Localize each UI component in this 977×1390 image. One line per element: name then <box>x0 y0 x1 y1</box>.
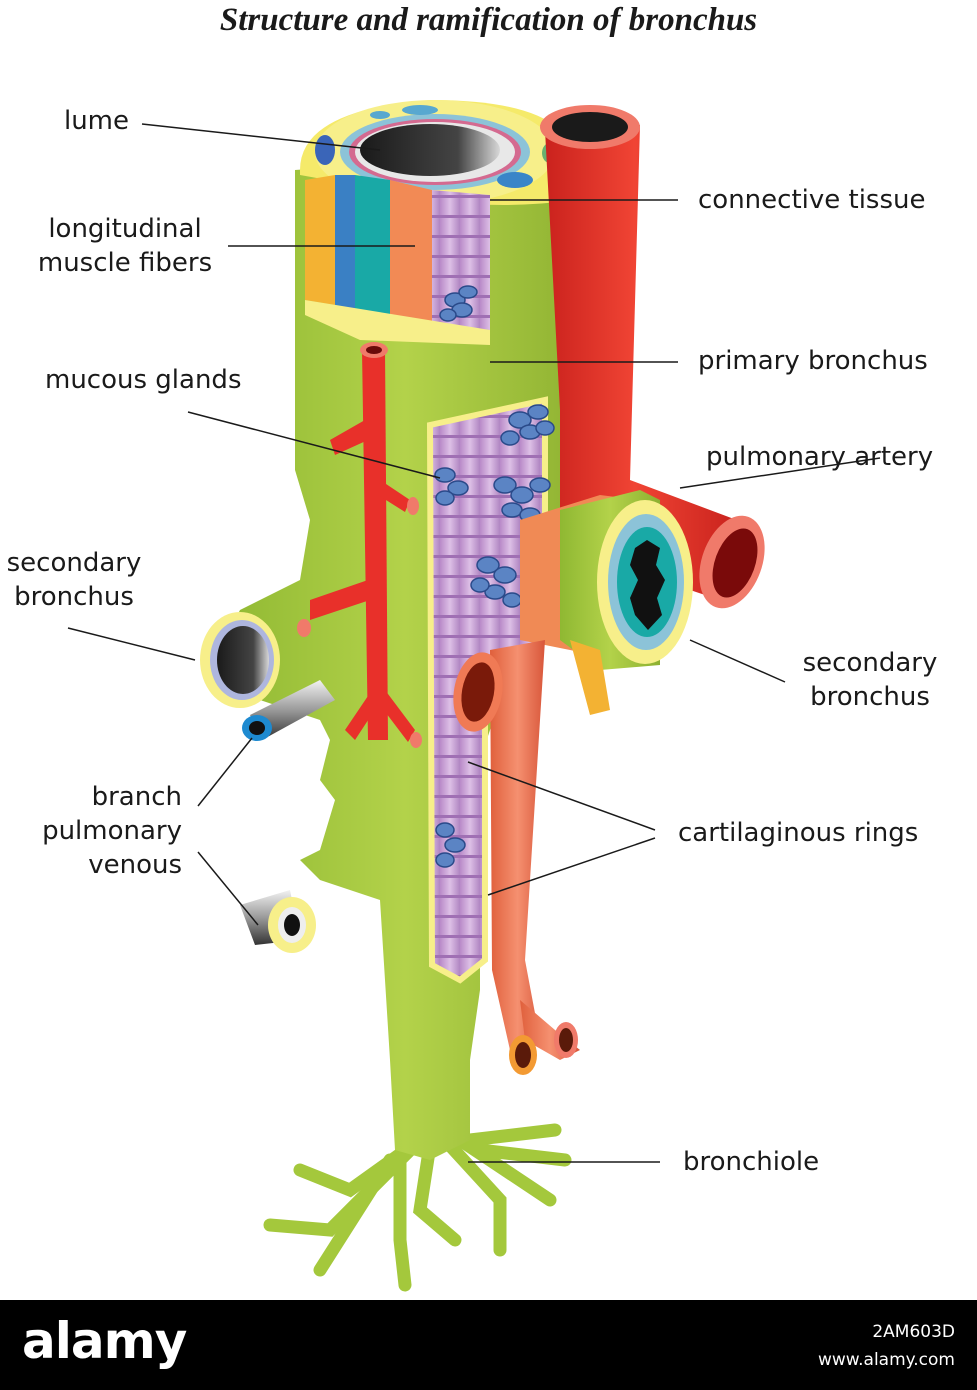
secondary-bronchus-right <box>520 490 693 715</box>
longitudinal-muscle-layers <box>305 175 490 345</box>
secondary-bronchus-left <box>200 612 280 708</box>
label-lume: lume <box>63 106 129 136</box>
watermark-bar: alamy 2AM603D www.alamy.com <box>0 1300 977 1390</box>
pulmonary-vein-central <box>453 640 580 1075</box>
leader-lines <box>67 123 881 1163</box>
bronchiole-branches <box>263 1123 572 1292</box>
label-longitudinal-muscle-fibers: longitudinal muscle fibers <box>37 214 213 278</box>
pulmonary-artery <box>540 105 765 609</box>
label-primary-bronchus: primary bronchus <box>698 346 928 376</box>
label-branch-pulmonary-venous: branch pulmonary venous <box>42 782 182 880</box>
label-cartilaginous-rings: cartilaginous rings <box>678 818 919 848</box>
diagram-title: Structure and ramification of bronchus <box>219 2 758 38</box>
bronchus-diagram: Structure and ramification of bronchus l… <box>6 2 938 1292</box>
mucous-gland-clusters <box>434 285 555 868</box>
label-pulmonary-artery: pulmonary artery <box>706 442 934 472</box>
branch-pulmonary-venous <box>240 680 335 953</box>
watermark-logo: alamy <box>22 1312 187 1370</box>
bronchial-artery-branches <box>297 342 422 748</box>
label-secondary-bronchus-right: secondary bronchus <box>802 648 938 712</box>
diagram-illustration <box>67 100 881 1292</box>
label-secondary-bronchus-left: secondary bronchus <box>6 548 142 612</box>
watermark-image-id: 2AM603D <box>872 1322 955 1342</box>
watermark-site: www.alamy.com <box>817 1350 955 1370</box>
label-bronchiole: bronchiole <box>683 1147 820 1177</box>
label-connective-tissue: connective tissue <box>698 185 926 215</box>
label-mucous-glands: mucous glands <box>45 365 242 395</box>
primary-bronchus-body <box>215 150 595 1160</box>
